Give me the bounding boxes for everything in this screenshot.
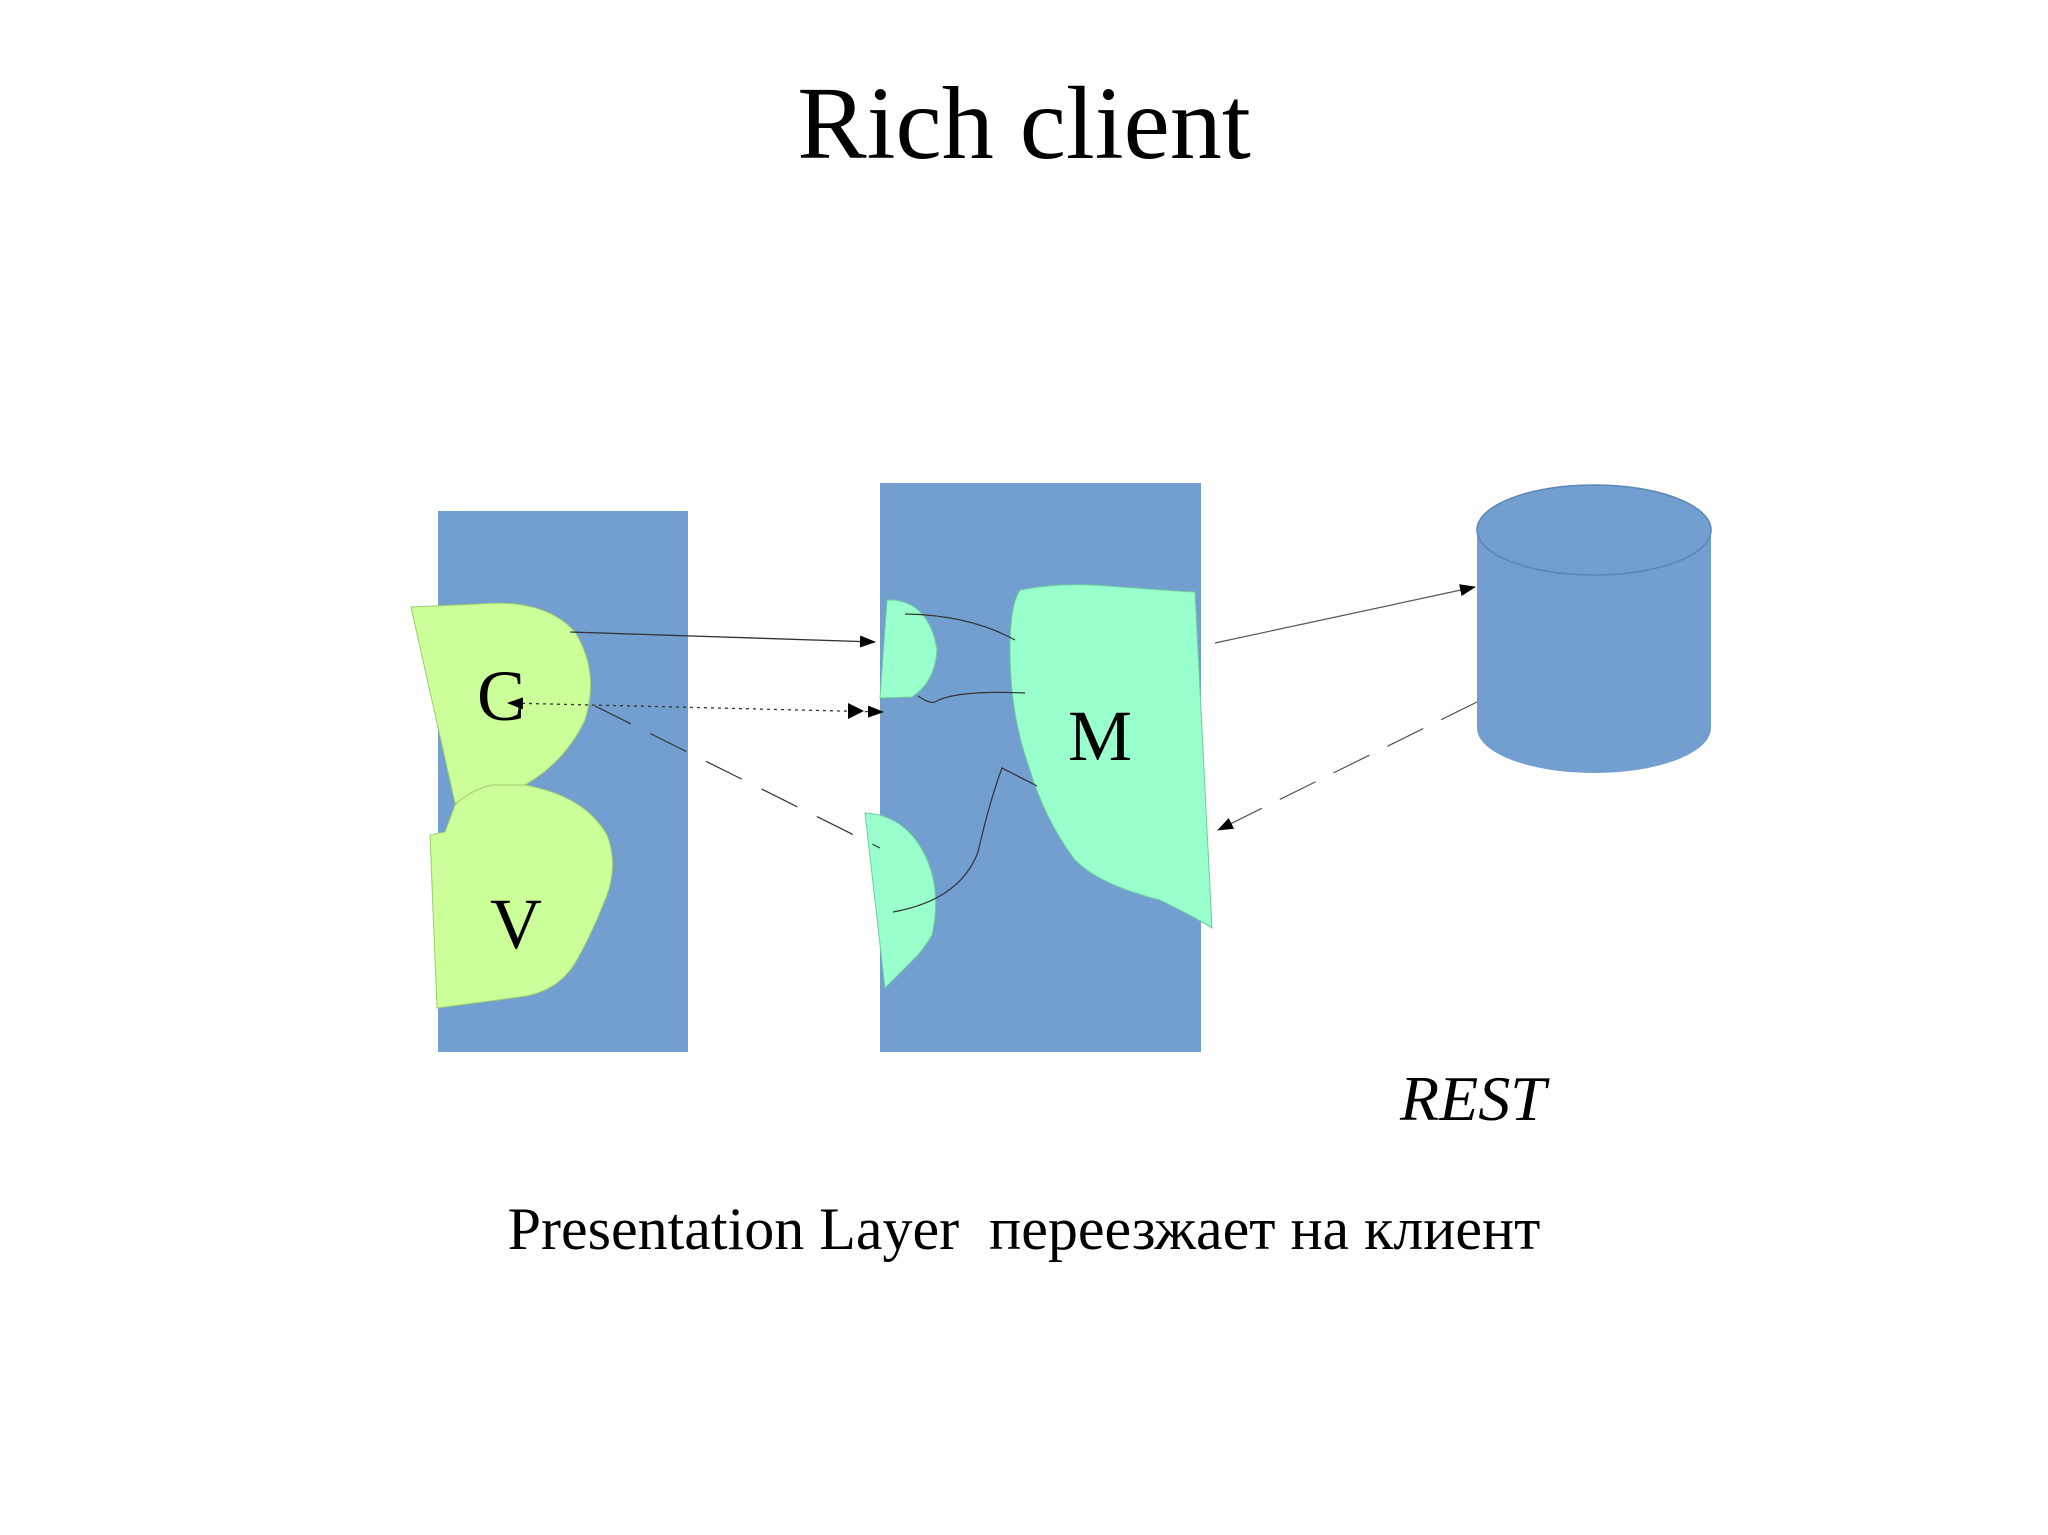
- server-view-blob-bottom: [864, 812, 937, 990]
- server-link-curve-2: [917, 691, 1026, 703]
- slide-title: Rich client: [797, 66, 1251, 181]
- view-blob: [429, 784, 614, 1009]
- model-blob: [1009, 584, 1213, 929]
- model-to-database-arrow: [1214, 584, 1476, 644]
- controller-to-view-dashed-line: [594, 705, 881, 849]
- server-controller-blob-top: [879, 599, 938, 699]
- view-label: V: [490, 884, 542, 964]
- slide-caption: Presentation Layer переезжает на клиент: [507, 1196, 1541, 1262]
- database-to-model-dashed-arrow: [1217, 701, 1478, 831]
- controller-label: C: [477, 656, 525, 736]
- controller-to-server-arrow: [569, 631, 876, 648]
- model-label: M: [1068, 696, 1132, 776]
- database-cylinder: [1476, 484, 1712, 773]
- server-link-curve-3: [892, 767, 1038, 913]
- server-link-curve-1: [904, 613, 1016, 641]
- rest-protocol-label: REST: [1400, 1063, 1546, 1134]
- server-double-arrowhead: [848, 703, 864, 719]
